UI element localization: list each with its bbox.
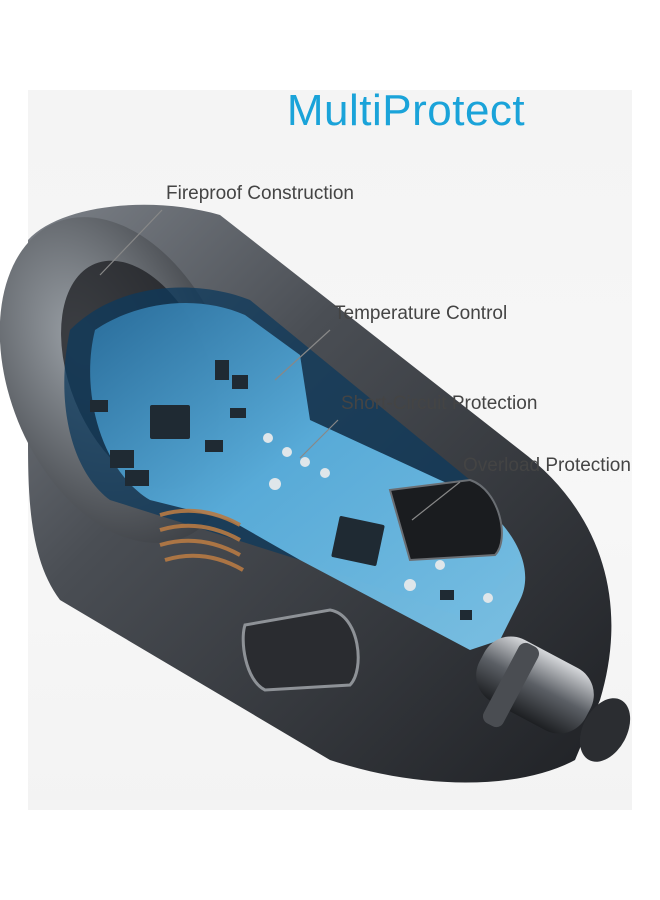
heading-text: MultiProtect: [286, 86, 526, 135]
leader-temperature: [274, 329, 331, 381]
leader-fireproof: [99, 209, 163, 276]
pcb-pads: [263, 433, 493, 603]
leader-short-circuit: [299, 419, 339, 459]
connector-tip: [579, 698, 631, 762]
copper-coil: [159, 508, 245, 572]
leader-overload: [411, 481, 461, 521]
callout-lines: [99, 209, 461, 521]
usb-port-lower: [241, 608, 360, 692]
callout-temperature: Temperature Control: [334, 303, 508, 324]
pcb-components: [90, 360, 472, 620]
callout-fireproof: Fireproof Construction: [166, 183, 354, 204]
callout-short-circuit: Short-Circuit Protection: [341, 393, 538, 414]
callout-overload: Overload Protection: [463, 455, 631, 476]
usb-port-upper: [388, 478, 503, 562]
circuit-board: [90, 303, 526, 650]
heading-multiprotect: MultiProtect: [0, 86, 660, 136]
connector-shaft: [476, 636, 594, 734]
